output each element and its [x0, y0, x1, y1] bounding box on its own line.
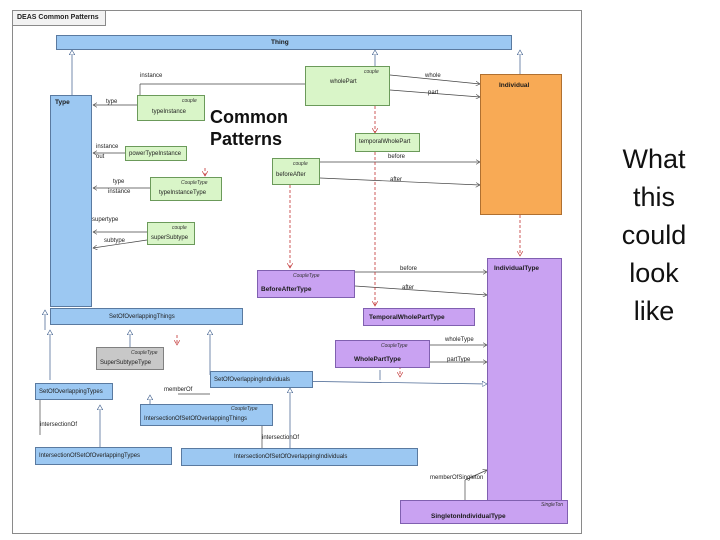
intersection-types-label: IntersectionOfSetOfOverlappingTypes — [39, 453, 141, 459]
singleton-stereotype: SingleTon — [541, 502, 564, 508]
role-member-of: memberOf — [164, 387, 193, 393]
type-instance-type-class[interactable]: CoupleType typeInstanceType — [150, 177, 222, 201]
frame-title: DEAS Common Patterns — [12, 10, 106, 26]
whole-part-type-class[interactable]: CoupleType WholePartType — [335, 340, 430, 368]
role-before: before — [388, 154, 406, 160]
intersection-things-class[interactable]: CoupleType IntersectionOfSetOfOverlappin… — [140, 404, 273, 426]
role-member-of-singleton: memberOfSingleton — [430, 475, 484, 481]
whole-part-class[interactable]: couple wholePart — [305, 66, 390, 106]
intersection-types-class[interactable]: IntersectionOfSetOfOverlappingTypes — [35, 447, 172, 465]
set-of-overlapping-individuals-label: SetOfOverlappingIndividuals — [214, 377, 291, 383]
side-line-1: What — [622, 144, 686, 174]
type-instance-type-label: typeInstanceType — [159, 190, 207, 196]
whole-part-label: wholePart — [330, 79, 357, 85]
temporal-whole-part-type-class[interactable]: TemporalWholePartType — [363, 308, 475, 326]
side-line-5: like — [633, 296, 675, 326]
type-instance-stereotype: couple — [182, 98, 197, 104]
role-intersection-of-2: intersectionOf — [262, 435, 300, 441]
role-type-2: type — [113, 179, 125, 185]
intersection-individuals-label: IntersectionOfSetOfOverlappingIndividual… — [234, 454, 348, 460]
heading-line-2: Patterns — [210, 129, 283, 149]
type-instance-class[interactable]: couple typeInstance — [137, 95, 205, 121]
temporal-whole-part-label: temporalWholePart — [359, 139, 411, 145]
heading-line-1: Common — [210, 107, 288, 127]
diagram-heading: Common Patterns — [210, 106, 288, 150]
singleton-individual-type-class[interactable]: SingleTon SingletonIndividualType — [400, 500, 568, 524]
super-subtype-type-stereotype: CoupleType — [131, 350, 158, 356]
side-line-3: could — [621, 220, 687, 250]
thing-label: Thing — [271, 39, 289, 46]
role-supertype: supertype — [92, 217, 119, 223]
before-after-type-stereotype: CoupleType — [293, 273, 320, 279]
before-after-class[interactable]: couple beforeAfter — [272, 158, 320, 185]
role-whole: whole — [425, 73, 441, 79]
type-label: Type — [55, 99, 70, 106]
role-instance-left: instance — [96, 144, 119, 150]
side-line-4: look — [629, 258, 679, 288]
role-intersection-of-1: intersectionOf — [40, 422, 78, 428]
whole-part-type-label: WholePartType — [354, 356, 401, 363]
role-power-out: out — [96, 154, 105, 160]
temporal-whole-part-class[interactable]: temporalWholePart — [355, 133, 420, 152]
role-instance-2: instance — [108, 189, 131, 195]
intersection-things-stereotype: CoupleType — [231, 406, 258, 412]
super-subtype-stereotype: couple — [172, 225, 187, 231]
thing-class[interactable]: Thing — [56, 35, 512, 50]
individual-class[interactable]: Individual — [480, 74, 562, 215]
before-after-type-class[interactable]: CoupleType BeforeAfterType — [257, 270, 355, 298]
power-type-instance-label: powerTypeInstance — [129, 151, 182, 157]
super-subtype-type-class[interactable]: CoupleType SuperSubtypeType — [96, 347, 164, 370]
intersection-individuals-class[interactable]: IntersectionOfSetOfOverlappingIndividual… — [181, 448, 418, 466]
super-subtype-label: superSubtype — [151, 235, 189, 241]
side-line-2: this — [632, 182, 676, 212]
side-caption: What this could look like — [598, 140, 710, 330]
role-type: type — [106, 99, 118, 105]
power-type-instance-class[interactable]: powerTypeInstance — [125, 146, 187, 161]
role-whole-type: wholeType — [445, 337, 474, 343]
before-after-stereotype: couple — [293, 161, 308, 167]
role-part: part — [428, 90, 439, 96]
super-subtype-type-label: SuperSubtypeType — [100, 360, 152, 366]
role-instance-top: instance — [140, 73, 163, 79]
super-subtype-class[interactable]: couple superSubtype — [147, 222, 195, 245]
set-of-overlapping-things-class[interactable]: SetOfOverlappingThings — [50, 308, 243, 325]
singleton-individual-type-label: SingletonIndividualType — [431, 513, 506, 520]
before-after-label: beforeAfter — [276, 172, 306, 178]
set-of-overlapping-types-label: SetOfOverlappingTypes — [39, 389, 103, 395]
role-after: after — [390, 177, 403, 183]
type-instance-type-stereotype: CoupleType — [181, 180, 208, 186]
whole-part-stereotype: couple — [364, 69, 379, 75]
before-after-type-label: BeforeAfterType — [261, 286, 312, 293]
whole-part-type-stereotype: CoupleType — [381, 343, 408, 349]
set-of-overlapping-things-label: SetOfOverlappingThings — [109, 314, 175, 320]
role-before-2: before — [400, 266, 418, 272]
individual-type-label: IndividualType — [494, 265, 540, 272]
intersection-things-label: IntersectionOfSetOfOverlappingThings — [144, 416, 248, 422]
temporal-whole-part-type-label: TemporalWholePartType — [369, 314, 445, 321]
individual-label: Individual — [499, 82, 530, 89]
individual-type-class[interactable]: IndividualType — [487, 258, 562, 501]
role-subtype: subtype — [104, 238, 126, 244]
set-of-overlapping-types-class[interactable]: SetOfOverlappingTypes — [35, 383, 113, 400]
role-part-type: partType — [447, 357, 471, 363]
type-instance-label: typeInstance — [152, 109, 187, 115]
type-class[interactable]: Type — [50, 95, 92, 307]
set-of-overlapping-individuals-class[interactable]: SetOfOverlappingIndividuals — [210, 371, 313, 388]
role-after-2: after — [402, 285, 415, 291]
